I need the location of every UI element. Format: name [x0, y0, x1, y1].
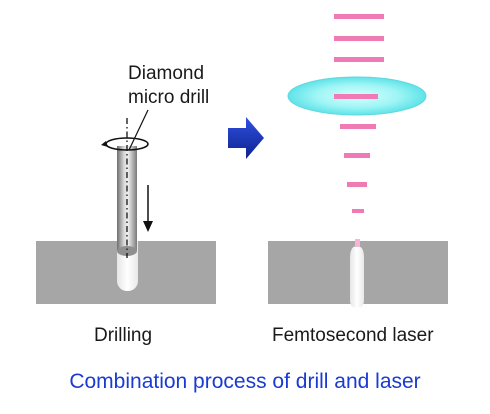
- drill-label-leader: [128, 109, 149, 151]
- laser-pulse: [340, 124, 376, 129]
- rotation-arrow-icon: [101, 141, 108, 147]
- drill-label-line2: micro drill: [128, 87, 210, 108]
- laser-pulse: [347, 182, 367, 187]
- laser-focus-spot: [355, 239, 360, 247]
- laser-pulse: [344, 153, 370, 158]
- laser-pulse: [334, 94, 378, 99]
- focused-laser-pulses: [334, 94, 378, 213]
- laser-pulses: [334, 14, 384, 62]
- diamond-micro-drill: [117, 146, 137, 251]
- drill-tip: [117, 246, 137, 256]
- feed-arrow-head-icon: [143, 221, 153, 232]
- laser-pulse: [352, 209, 364, 213]
- drilling-caption: Drilling: [94, 325, 153, 346]
- laser-caption: Femtosecond laser: [272, 325, 434, 346]
- drill-label: Diamond micro drill: [128, 62, 209, 110]
- transition-arrow-icon: [228, 117, 264, 159]
- main-caption: Combination process of drill and laser: [69, 370, 421, 393]
- laser-pulse: [334, 14, 384, 19]
- laser-pulse: [334, 36, 384, 41]
- laser-drilled-hole: [350, 246, 364, 308]
- laser-pulse: [334, 57, 384, 62]
- drill-label-line1: Diamond: [128, 63, 205, 84]
